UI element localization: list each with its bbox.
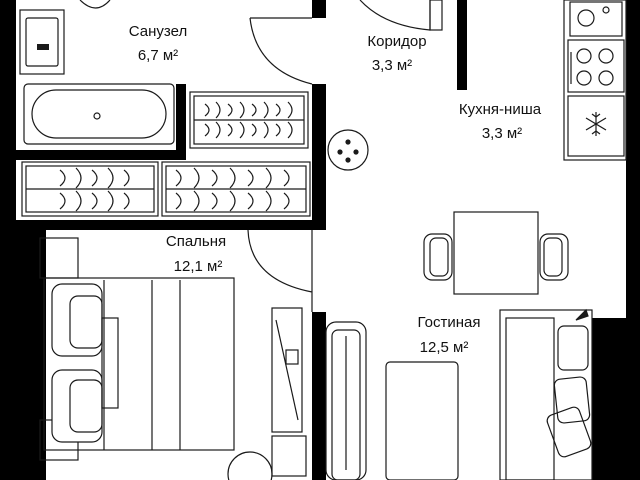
wall-bedroom-right-lower — [312, 312, 326, 480]
corridor-area: 3,3 м² — [372, 57, 412, 74]
kitchen-counter — [563, 0, 627, 161]
living-name: Гостиная — [418, 314, 481, 331]
bedroom-door — [247, 229, 313, 312]
dining-table — [453, 211, 539, 295]
bedroom-tv-stand — [271, 307, 303, 433]
bed — [43, 277, 235, 451]
sink-counter — [19, 9, 65, 75]
snowflake-icon — [585, 112, 607, 136]
rug — [385, 361, 459, 480]
pillow-bottom — [51, 369, 103, 443]
living-area: 12,5 м² — [420, 339, 469, 356]
wall-bath-bottom — [16, 150, 176, 160]
wardrobe-upper — [189, 91, 309, 149]
kitchen-fixtures — [563, 0, 627, 161]
bathtub-icon — [23, 83, 175, 145]
corridor-name: Коридор — [367, 33, 426, 50]
dining-chair-left — [423, 233, 453, 281]
stove-icon — [567, 39, 625, 93]
bathroom-area: 6,7 м² — [138, 47, 178, 64]
sofa-cushion-2 — [553, 376, 591, 424]
kitchen-area: 3,3 м² — [482, 125, 522, 142]
wall-bedroom-top — [16, 220, 326, 230]
sofa-cushion-3 — [546, 406, 592, 458]
wall-bedroom-right-upper — [312, 150, 326, 230]
living-tv-stand — [325, 321, 367, 480]
outer-wall-right-lower — [592, 318, 640, 480]
pillow-top — [51, 283, 103, 357]
bedroom-furniture — [39, 229, 313, 480]
sink-icon — [25, 17, 59, 67]
corridor-elements — [327, 0, 443, 171]
bathroom-name: Санузел — [129, 23, 187, 40]
wall-bath-bottom-2 — [176, 84, 186, 160]
fridge-icon — [567, 95, 625, 157]
bedroom-name: Спальня — [166, 233, 226, 250]
room-labels: Санузел 6,7 м² Коридор 3,3 м² Кухня-ниша… — [129, 23, 542, 356]
bathroom-door — [249, 17, 313, 85]
dining-chair-right — [539, 233, 569, 281]
kitchen-sink-icon — [569, 1, 623, 37]
kitchen-name: Кухня-ниша — [459, 101, 542, 118]
wardrobe-lower-right — [161, 161, 311, 217]
sofa-cushion-1 — [557, 325, 589, 371]
wardrobes — [21, 91, 311, 217]
wall-bedroom-door-jamb — [236, 220, 248, 230]
wall-corridor-stub — [457, 0, 467, 90]
sofa — [499, 309, 593, 480]
dining-set — [423, 211, 569, 295]
outer-wall-left — [0, 0, 16, 480]
wall-bedroom-left — [16, 230, 46, 480]
living-furniture — [325, 308, 593, 480]
bathroom-fixtures — [19, 0, 313, 145]
toilet-icon — [79, 0, 111, 9]
outer-wall-right — [626, 0, 640, 318]
bedroom-light-icon — [227, 451, 273, 480]
wall-bathroom-right — [312, 0, 326, 18]
entrance-door — [359, 0, 431, 31]
bedroom-area: 12,1 м² — [174, 258, 223, 275]
wardrobe-lower-left — [21, 161, 159, 217]
wall-bathroom-right-mid — [312, 84, 326, 154]
ceiling-light-icon — [327, 129, 369, 171]
